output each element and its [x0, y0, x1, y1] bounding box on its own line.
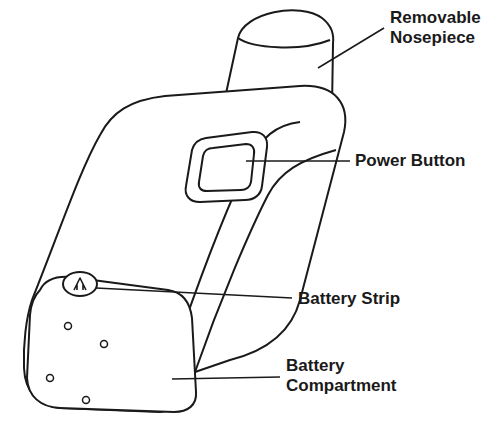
vent-hole [65, 323, 72, 330]
body-ridge [182, 122, 300, 330]
nosepiece-edge [238, 38, 330, 47]
vent-hole [101, 341, 108, 348]
part-label: Power Button [355, 151, 495, 171]
strip-arrow [74, 278, 86, 290]
part-label: Battery Strip [298, 289, 493, 309]
vent-hole [83, 397, 90, 404]
part-label: Battery Compartment [286, 356, 410, 396]
part-label: Removable Nosepiece [390, 8, 494, 48]
power-button-inner [199, 144, 254, 191]
battery-strip [63, 272, 97, 296]
leader-line [246, 160, 350, 162]
leader-line [318, 28, 384, 68]
power-button [186, 132, 267, 202]
battery-compartment [27, 277, 196, 412]
leader-line [172, 377, 280, 379]
leader-line [96, 288, 292, 298]
vent-hole [47, 375, 54, 382]
